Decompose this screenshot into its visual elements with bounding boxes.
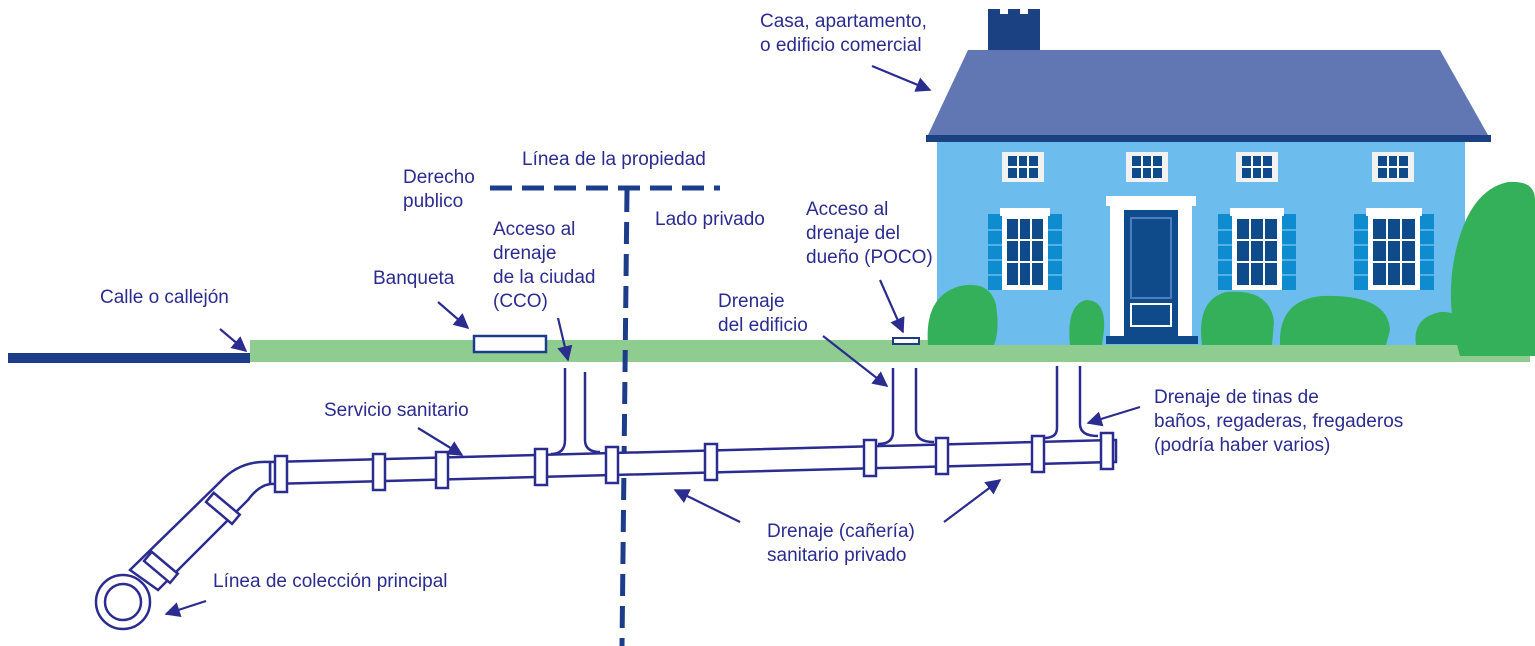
shrubs — [927, 181, 1535, 356]
private-sewer-pipe — [128, 438, 1118, 592]
label-house: Casa, apartamento, o edificio comercial — [760, 11, 927, 56]
label-cco: Acceso al drenaje de la ciudad (CCO) — [493, 219, 596, 312]
label-private-side: Lado privado — [655, 209, 765, 230]
main-collection-line — [94, 573, 152, 631]
roof-eave — [926, 135, 1491, 142]
sidewalk-box — [472, 334, 548, 354]
label-poco: Acceso al drenaje del dueño (POCO) — [806, 199, 933, 268]
label-street: Calle o callejón — [100, 287, 229, 308]
street-surface — [8, 353, 250, 363]
pipe-couplings — [142, 431, 1115, 585]
house — [926, 9, 1491, 345]
label-main-line: Línea de colección principal — [213, 571, 448, 592]
lower-windows — [988, 208, 1434, 290]
property-line — [490, 185, 720, 646]
poco-cap — [892, 337, 920, 345]
annotation-arrows — [164, 64, 1141, 618]
label-sanitary-service: Servicio sanitario — [324, 400, 469, 421]
label-building-drain: Drenaje del edificio — [718, 291, 808, 336]
roof — [928, 50, 1488, 135]
label-property-line: Línea de la propiedad — [522, 149, 706, 170]
front-door — [1106, 196, 1198, 344]
label-public-row: Derecho publico — [403, 167, 475, 212]
label-sidewalk: Banqueta — [373, 268, 455, 289]
label-fixture-drains: Drenaje de tinas de baños, regaderas, fr… — [1154, 387, 1404, 456]
risers — [550, 366, 1099, 456]
label-private-sewer: Drenaje (cañería) sanitario privado — [767, 521, 915, 566]
